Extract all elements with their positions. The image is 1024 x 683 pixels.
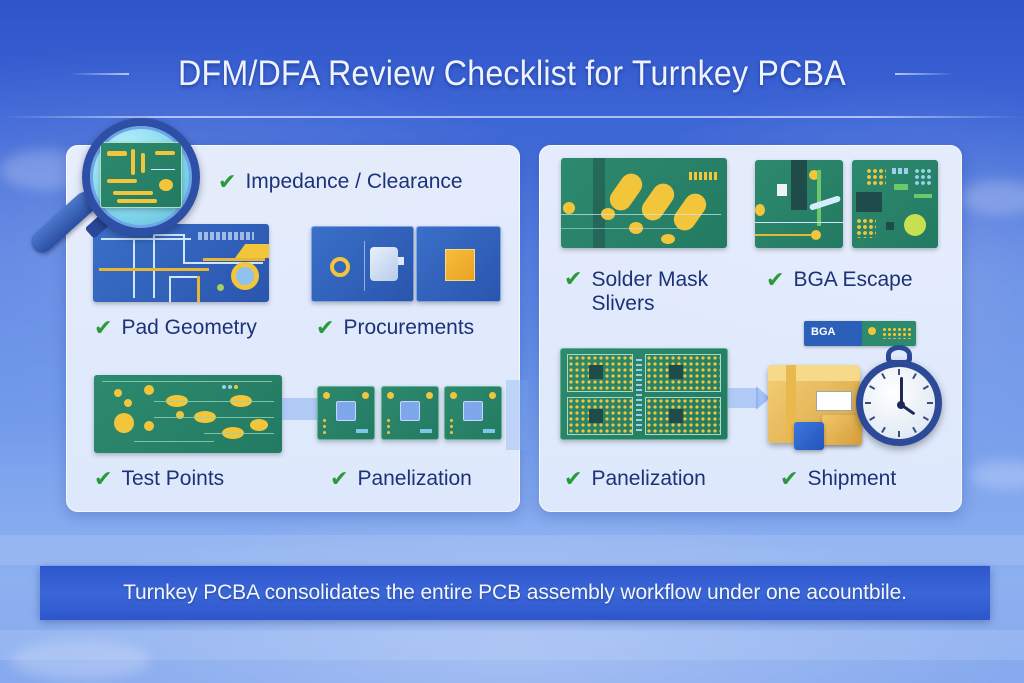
light-band [0, 630, 1024, 660]
checklist-item-impedance-clearance: ✔ Impedance / Clearance [218, 170, 463, 194]
checkmark-icon: ✔ [564, 266, 583, 291]
horizon-line [0, 116, 1024, 118]
title-divider-right [894, 73, 955, 75]
flow-arrow [282, 398, 322, 420]
light-band [0, 535, 1024, 565]
footer-banner: Turnkey PCBA consolidates the entire PCB… [40, 566, 990, 620]
panelization-board-icon [317, 386, 375, 440]
checklist-item-shipment: ✔ Shipment [780, 467, 896, 491]
panel-array-icon [560, 348, 728, 440]
item-label: Test Points [121, 467, 225, 490]
item-label: Panelization [591, 467, 706, 490]
checklist-item-panelization: ✔ Panelization [330, 467, 472, 491]
checkmark-icon: ✔ [564, 466, 583, 492]
flow-arrow [728, 388, 758, 408]
item-label: Impedance / Clearance [245, 170, 463, 193]
bga-grid-board-icon [852, 160, 938, 248]
checkmark-icon: ✔ [218, 169, 237, 195]
checkmark-icon: ✔ [766, 267, 785, 293]
title-bar: DFM/DFA Review Checklist for Turnkey PCB… [0, 44, 1024, 104]
item-label: Procurements [343, 316, 475, 339]
item-label: BGA Escape [793, 268, 913, 291]
pad-geometry-board-icon [93, 224, 269, 302]
solder-mask-board-icon [561, 158, 727, 248]
magnifier-icon [26, 110, 220, 290]
item-label: Pad Geometry [121, 316, 257, 339]
checklist-item-pad-geometry: ✔ Pad Geometry [94, 316, 257, 340]
checklist-item-bga-escape: ✔ BGA Escape [766, 268, 913, 292]
panelization-board-icon [381, 386, 439, 440]
checkmark-icon: ✔ [316, 315, 335, 341]
blue-package-icon [794, 422, 824, 450]
checkmark-icon: ✔ [330, 466, 349, 492]
flow-arrow-tip [756, 386, 770, 410]
checkmark-icon: ✔ [94, 315, 113, 341]
bga-escape-routing-icon [755, 160, 843, 248]
cloud-decoration [960, 180, 1024, 215]
panelization-board-icon [444, 386, 502, 440]
checkmark-icon: ✔ [780, 466, 799, 492]
checkmark-icon: ✔ [94, 466, 113, 492]
checklist-item-test-points: ✔ Test Points [94, 467, 224, 491]
magnifier-lens [82, 118, 200, 236]
page-title: DFM/DFA Review Checklist for Turnkey PCB… [178, 54, 846, 93]
item-label: Panelization [357, 467, 472, 490]
bga-tag-label: BGA [804, 321, 862, 346]
minute-hand [900, 377, 903, 403]
flow-arrow [506, 380, 528, 450]
title-divider-left [69, 73, 130, 75]
footer-text: Turnkey PCBA consolidates the entire PCB… [123, 581, 907, 604]
item-label: Shipment [807, 467, 897, 490]
bga-tag: BGA [804, 321, 916, 346]
cloud-decoration [970, 460, 1024, 490]
cloud-decoration [10, 640, 150, 680]
procurements-component-icon [311, 226, 414, 302]
stopwatch-icon [856, 360, 942, 446]
checklist-item-procurements: ✔ Procurements [316, 316, 474, 340]
test-points-board-icon [94, 375, 282, 453]
procurements-chip-icon [416, 226, 501, 302]
small-box-icon [822, 415, 862, 445]
checklist-item-panelization-array: ✔ Panelization [564, 467, 706, 491]
